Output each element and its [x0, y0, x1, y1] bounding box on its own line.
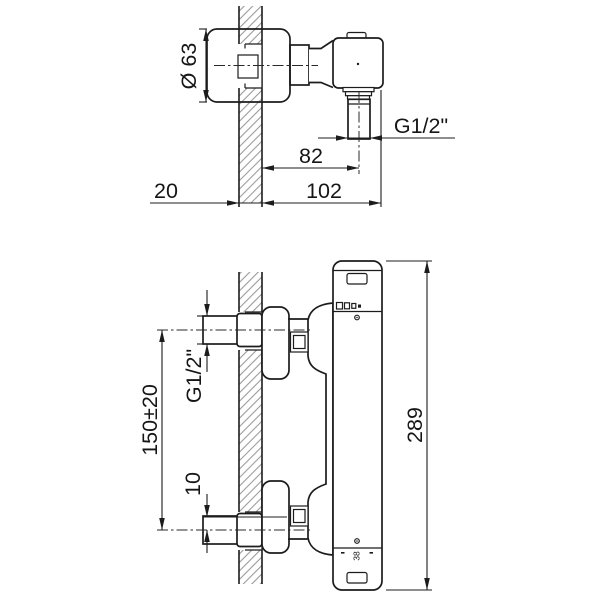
- centerlines-front: [157, 329, 312, 531]
- dim-inlet-thread-label: G1/2": [182, 349, 206, 403]
- wall-flanges: [261, 306, 290, 554]
- escutcheon: [206, 28, 291, 103]
- temp-38-marking: 38: [352, 551, 362, 561]
- bar-indicator-icons: [335, 301, 361, 310]
- valve-assembly: [206, 28, 384, 140]
- wall-section-top: [238, 6, 263, 207]
- bar-body: [332, 260, 383, 591]
- dim-eccentric-label: 10: [181, 472, 205, 496]
- wall-connector-square: [237, 54, 259, 79]
- flange-top: [261, 306, 290, 380]
- dim-outlet-thread-label: G1/2": [394, 114, 448, 138]
- centerlines-top: [214, 65, 360, 174]
- dim-length-label: 289: [403, 407, 427, 443]
- dimensions-top: Ø 63 G1/2" 82 20 102: [150, 28, 455, 207]
- bar-label-window-top: [346, 272, 368, 285]
- mixer-body: [288, 302, 334, 556]
- dim-spacing-label: 150±20: [138, 384, 162, 456]
- bar-label-window-bottom: [346, 571, 368, 584]
- front-view: 38 G1/2" 150±20: [138, 260, 432, 591]
- dimensions-front: G1/2" 150±20 10 289: [138, 260, 432, 591]
- dim-20-label: 20: [154, 179, 178, 203]
- dim-82-label: 82: [299, 144, 323, 168]
- dim-diameter-label: Ø 63: [177, 43, 201, 90]
- dim-102-label: 102: [306, 179, 342, 203]
- top-view: Ø 63 G1/2" 82 20 102: [150, 6, 455, 207]
- mixer-bar: 38: [332, 260, 383, 591]
